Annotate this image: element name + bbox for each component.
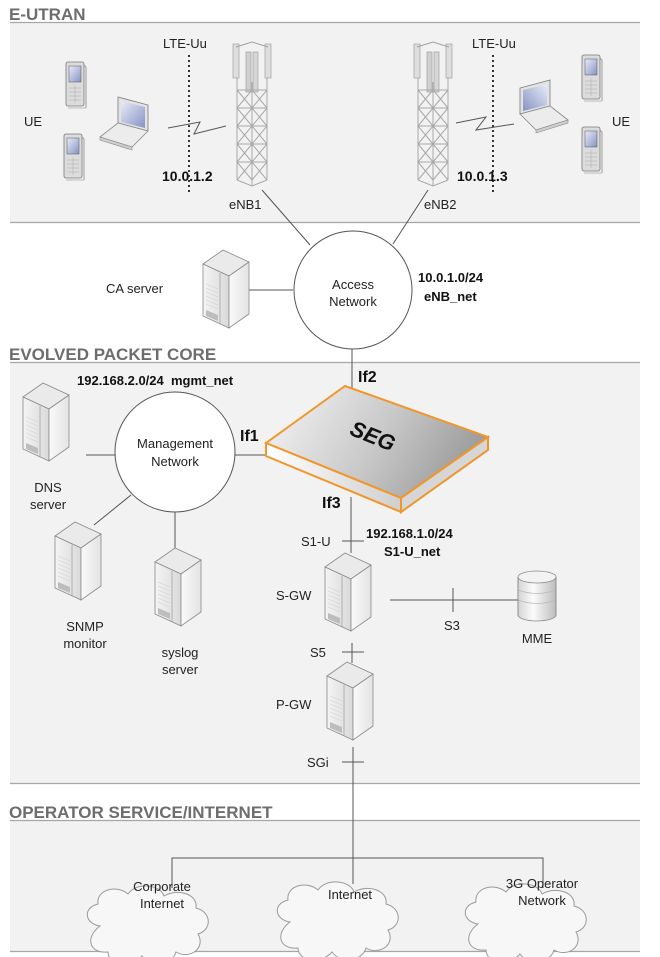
ca-server-icon[interactable]: [202, 249, 250, 329]
s1u-interface-label: S1-U: [301, 534, 331, 549]
zone-title-evolved-packet-core: EVOLVED PACKET CORE: [9, 345, 216, 364]
snmp-monitor-label-line1: SNMP: [66, 619, 104, 634]
access-subnet-label: 10.0.1.0/24: [418, 270, 484, 285]
mme-database-icon[interactable]: [517, 570, 557, 622]
ue-right-label: UE: [612, 114, 630, 129]
syslog-server-label-line1: syslog: [162, 645, 199, 660]
access-network-label-line1: Access: [332, 277, 374, 292]
links: [86, 55, 544, 888]
ue-phone-icon[interactable]: [63, 133, 85, 181]
dns-server-icon[interactable]: [22, 382, 70, 462]
lte-uu-left-label: LTE-Uu: [163, 36, 207, 51]
link-enb1-access: [261, 189, 311, 246]
radio-link-left: [167, 121, 227, 135]
radio-link-right: [455, 116, 515, 131]
seg-device[interactable]: SEG: [263, 384, 491, 514]
access-network-label-line2: Network: [329, 294, 377, 309]
access-subnet-name-label: eNB_net: [424, 289, 477, 304]
s1u-subnet-label: 192.168.1.0/24: [366, 526, 454, 541]
if1-label: If1: [240, 428, 259, 445]
ue-left-label: UE: [24, 114, 42, 129]
access-network-node[interactable]: [293, 230, 413, 350]
management-network-label-line1: Management: [137, 436, 213, 451]
snmp-monitor-icon[interactable]: [54, 521, 102, 601]
mme-label: MME: [522, 631, 553, 646]
dns-server-label-line1: DNS: [34, 480, 62, 495]
enb2-label: eNB2: [424, 197, 457, 212]
ue-phone-icon[interactable]: [65, 61, 87, 109]
p-gw-icon[interactable]: [326, 661, 374, 741]
s3-interface-label: S3: [444, 618, 460, 633]
management-network-label-line2: Network: [151, 454, 199, 469]
enb2-ip-label: 10.0.1.3: [457, 168, 508, 184]
s5-interface-label: S5: [310, 645, 326, 660]
if2-label: If2: [358, 369, 377, 386]
snmp-monitor-label-line2: monitor: [63, 636, 107, 651]
management-network-node[interactable]: [114, 391, 236, 513]
cloud-label-line1: 3G Operator: [506, 876, 579, 891]
cloud-label-line2: Internet: [140, 896, 184, 911]
zone-title-operator-service: OPERATOR SERVICE/INTERNET: [9, 803, 273, 822]
link-enb2-access: [392, 189, 429, 245]
enb1-label: eNB1: [229, 197, 262, 212]
dns-server-label-line2: server: [30, 497, 67, 512]
zone-title-e-utran: E-UTRAN: [9, 5, 86, 24]
syslog-server-label-line2: server: [162, 662, 199, 677]
enb1-ip-label: 10.0.1.2: [162, 168, 213, 184]
cloud-label-line1: Corporate: [133, 879, 191, 894]
cloud-label-line1: Internet: [328, 887, 372, 902]
link-snmp-mgmt: [93, 494, 132, 526]
ca-server-label: CA server: [106, 281, 164, 296]
link-operator-bus: [171, 857, 544, 888]
if3-label: If3: [322, 495, 341, 512]
sgi-interface-label: SGi: [307, 755, 329, 770]
lte-uu-right-label: LTE-Uu: [472, 36, 516, 51]
ue-phone-icon[interactable]: [581, 126, 603, 174]
s-gw-icon[interactable]: [324, 552, 372, 632]
mgmt-subnet-label: 192.168.2.0/24 mgmt_net: [77, 373, 234, 388]
cloud-label-line2: Network: [518, 893, 566, 908]
p-gw-label: P-GW: [276, 697, 312, 712]
syslog-server-icon[interactable]: [154, 547, 202, 627]
ue-phone-icon[interactable]: [581, 54, 603, 102]
s1u-subnet-name-label: S1-U_net: [384, 544, 441, 559]
s-gw-label: S-GW: [276, 588, 312, 603]
